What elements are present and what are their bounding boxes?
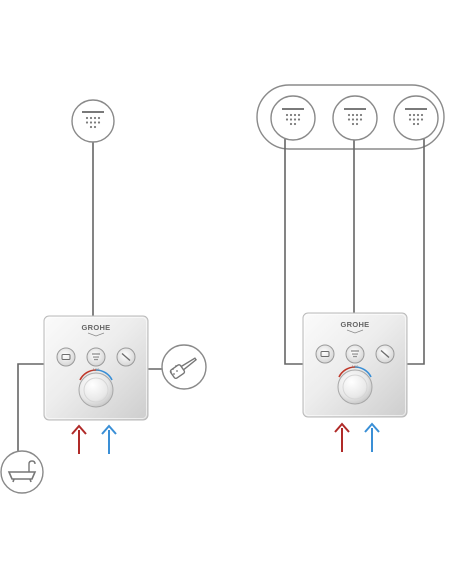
overhead-shower-icon <box>71 99 115 143</box>
connector-right-left <box>284 139 303 365</box>
cold-water-arrow-left <box>101 424 117 454</box>
overhead-shower-icon <box>393 95 439 141</box>
cold-water-arrow-right <box>364 422 380 452</box>
thermostat-panel-right: GROHE 100 <box>302 312 408 418</box>
hot-water-arrow-left <box>71 424 87 454</box>
brand-logo-right: GROHE <box>340 320 369 329</box>
bathtub-icon <box>0 450 44 494</box>
overhead-shower-icon <box>332 95 378 141</box>
thermostat-panel-left: GROHE 100 <box>43 315 149 421</box>
hot-water-arrow-right <box>334 422 350 452</box>
overhead-shower-icon <box>270 95 316 141</box>
connector-right-right <box>406 139 425 365</box>
hand-shower-icon <box>161 344 207 390</box>
connector-left-bottom <box>17 363 44 455</box>
brand-logo-left: GROHE <box>81 323 110 332</box>
scale-mark-left: 100 <box>93 367 100 372</box>
scale-mark-right: 100 <box>352 364 359 369</box>
